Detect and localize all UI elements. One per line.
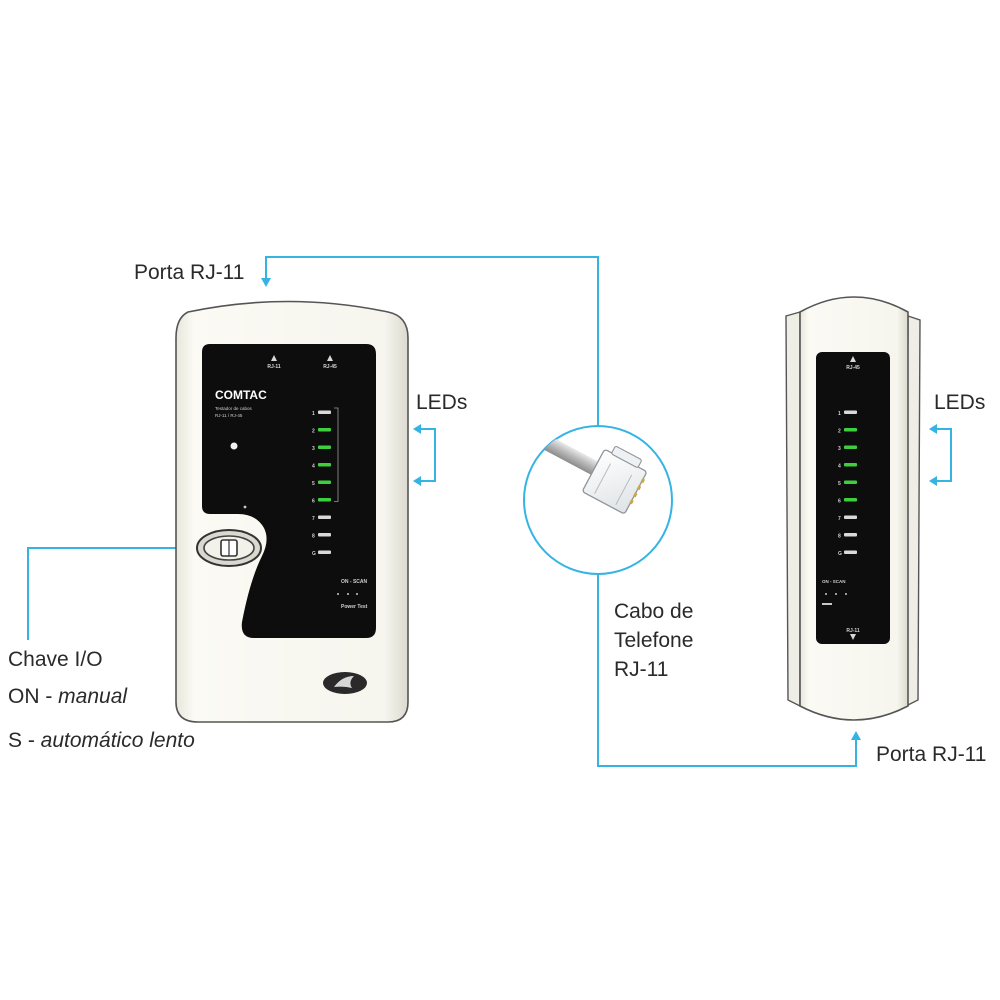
remote-led xyxy=(844,498,857,502)
remote-bottom-label: RJ-11 xyxy=(846,628,860,634)
remote-led-number: 8 xyxy=(838,534,841,540)
remote-led-number: 6 xyxy=(838,499,841,505)
top-port-label: Porta RJ-11 xyxy=(134,261,245,284)
remote-port-label: RJ-45 xyxy=(846,365,860,371)
switch-on-prefix: ON - xyxy=(8,685,59,708)
main-led xyxy=(318,550,331,554)
main-led xyxy=(318,410,331,414)
main-tester-device: RJ-11 RJ-45 COMTAC Testador de cabos RJ-… xyxy=(175,300,409,723)
io-switch[interactable] xyxy=(196,529,262,567)
brand-subtitle-2: RJ-11 / RJ-45 xyxy=(215,413,243,418)
brand-subtitle-1: Testador de cabos xyxy=(215,406,253,411)
main-led-number: 8 xyxy=(312,534,315,540)
brand-logo: COMTAC xyxy=(215,388,267,402)
main-led-number: 7 xyxy=(312,516,315,522)
remote-status-mark xyxy=(822,603,832,605)
main-led xyxy=(318,515,331,519)
cable-label-line3: RJ-11 xyxy=(614,658,669,681)
cable-label-line2: Telefone xyxy=(614,629,694,652)
switch-on-mode: manual xyxy=(58,685,128,708)
remote-led xyxy=(844,463,857,467)
main-mode-label: ON - SCAN xyxy=(341,579,368,585)
remote-bottom-marker xyxy=(850,634,856,640)
main-led-bracket xyxy=(334,407,339,502)
remote-led-number: 5 xyxy=(838,481,841,487)
switch-callout-line xyxy=(27,547,186,640)
remote-unit-device: RJ-45 1 2 3 4 5 6 7 8G ON - SCAN RJ-11 xyxy=(785,296,921,721)
remote-led-number: 7 xyxy=(838,516,841,522)
remote-led-number: G xyxy=(838,551,842,557)
leds-left-arrow-top xyxy=(413,424,421,434)
remote-led xyxy=(844,480,857,484)
bottom-port-arrowhead xyxy=(851,731,861,740)
remote-led-column: 1 2 3 4 5 6 7 8G xyxy=(838,410,857,557)
power-indicator-dot xyxy=(230,442,238,450)
bottom-port-label: Porta RJ-11 xyxy=(876,743,987,766)
remote-mode-label: ON - SCAN xyxy=(822,579,846,584)
remote-led-number: 4 xyxy=(838,464,841,470)
leds-left-bracket xyxy=(421,428,436,482)
remote-led-number: 1 xyxy=(838,411,841,417)
device-logo-badge xyxy=(323,672,367,694)
main-status-dots xyxy=(337,593,358,595)
main-led-number: 4 xyxy=(312,464,315,470)
main-display-panel xyxy=(202,344,376,638)
remote-led xyxy=(844,550,857,554)
leds-right-arrow-top xyxy=(929,424,937,434)
rj11-cable-closeup xyxy=(523,425,673,575)
main-port-marker-2 xyxy=(327,355,333,361)
cable-label-line1: Cabo de xyxy=(614,600,694,623)
switch-s-label: S - automático lento xyxy=(8,730,195,751)
leds-right-arrow-bottom xyxy=(929,476,937,486)
main-status-label: Power Test xyxy=(341,604,368,610)
switch-on-label: ON - manual xyxy=(8,686,127,707)
main-led xyxy=(318,445,331,449)
cable-to-top-port-line xyxy=(265,256,599,426)
main-led-number: 6 xyxy=(312,499,315,505)
switch-s-prefix: S - xyxy=(8,729,41,752)
main-port-marker-1 xyxy=(271,355,277,361)
main-led xyxy=(318,428,331,432)
remote-led xyxy=(844,445,857,449)
main-led xyxy=(318,463,331,467)
callout-arrowheads xyxy=(186,278,937,740)
main-led xyxy=(318,533,331,537)
main-port-label-1: RJ-11 xyxy=(267,364,281,370)
main-led-number: 2 xyxy=(312,429,315,435)
main-port-label-2: RJ-45 xyxy=(323,364,337,370)
remote-led xyxy=(844,410,857,414)
main-led-number: 1 xyxy=(312,411,315,417)
remote-led-number: 3 xyxy=(838,446,841,452)
main-port-markers xyxy=(271,355,333,361)
remote-port-marker xyxy=(850,356,856,362)
remote-left-wing xyxy=(785,311,801,708)
leds-right-bracket xyxy=(937,428,952,482)
remote-led xyxy=(844,515,857,519)
main-led xyxy=(318,480,331,484)
switch-s-mode: automático lento xyxy=(40,729,195,752)
rj11-plug-contacts xyxy=(629,478,646,505)
rj11-plug-clip xyxy=(611,446,642,468)
main-led-number: 3 xyxy=(312,446,315,452)
top-port-arrowhead xyxy=(261,278,271,287)
leds-right-label: LEDs xyxy=(934,391,986,414)
leds-left-label: LEDs xyxy=(416,391,468,414)
leds-left-arrow-bottom xyxy=(413,476,421,486)
remote-led-number: 2 xyxy=(838,429,841,435)
callout-lines xyxy=(27,256,952,767)
remote-status-dots xyxy=(825,593,847,595)
switch-title-label: Chave I/O xyxy=(8,648,103,671)
remote-led xyxy=(844,533,857,537)
main-led-column: 1 2 3 4 5 6 7 8G xyxy=(312,407,339,557)
cable-to-bottom-port-line xyxy=(597,574,857,767)
remote-led xyxy=(844,428,857,432)
main-led-number: G xyxy=(312,551,316,557)
status-indicator-dot xyxy=(243,505,247,509)
main-led xyxy=(318,498,331,502)
main-led-number: 5 xyxy=(312,481,315,487)
